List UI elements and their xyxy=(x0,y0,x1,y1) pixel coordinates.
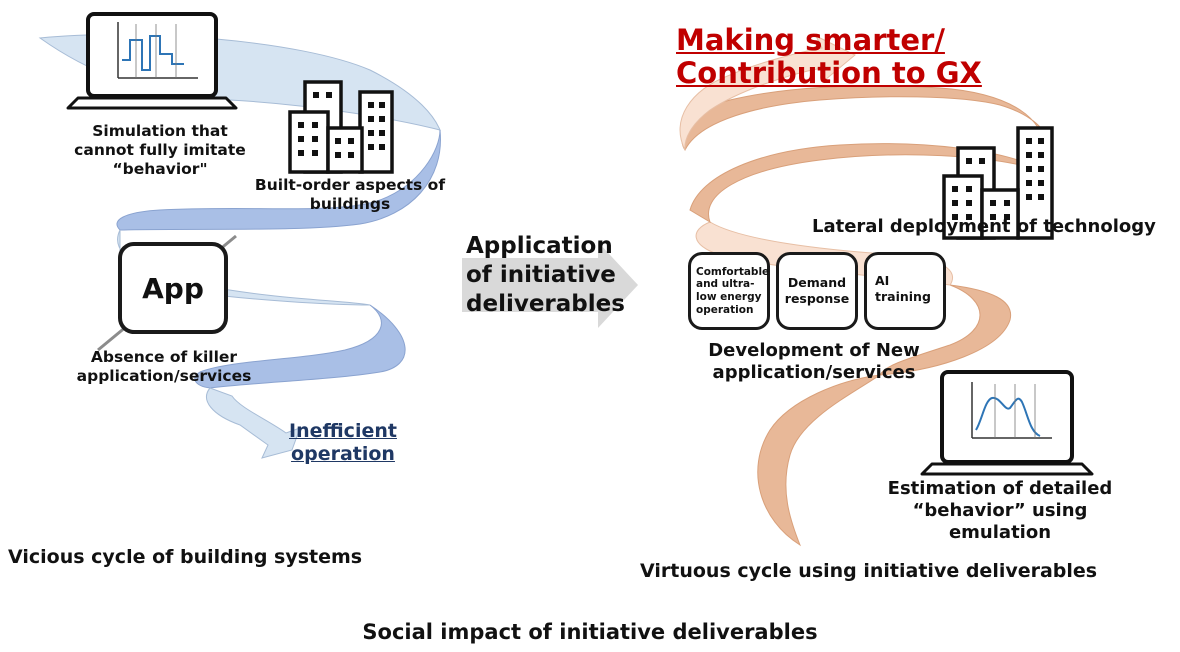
built-order-label: Built-order aspects of buildings xyxy=(254,176,446,213)
simulation-label: Simulation that cannot fully imitate “be… xyxy=(74,122,246,178)
footer-title: Social impact of initiative deliverables xyxy=(362,620,818,644)
development-label: Development of New application/services xyxy=(708,340,920,383)
vicious-cycle-caption: Vicious cycle of building systems xyxy=(8,546,363,568)
absence-label: Absence of killer application/services xyxy=(76,348,252,385)
estimation-label: Estimation of detailed “behavior” using … xyxy=(887,478,1113,543)
app-box-comfortable-label: Comfortable and ultra-low energy operati… xyxy=(696,265,770,316)
laptop-icon-simulation xyxy=(66,12,238,110)
app-label: App xyxy=(142,271,204,305)
app-box: App xyxy=(118,242,228,334)
virtuous-cycle-caption: Virtuous cycle using initiative delivera… xyxy=(640,560,1098,582)
app-box-comfortable: Comfortable and ultra-low energy operati… xyxy=(688,252,770,330)
middle-arrow xyxy=(462,242,638,328)
making-smarter-title: Making smarter/ Contribution to GX xyxy=(676,23,982,91)
lateral-deployment-label: Lateral deployment of technology xyxy=(812,216,1156,237)
buildings-icon-left xyxy=(288,80,394,174)
app-box-demand-response-label: Demand response xyxy=(784,274,850,306)
app-box-ai-training-label: AI training xyxy=(875,273,931,305)
app-box-demand-response: Demand response xyxy=(776,252,858,330)
inefficient-label: Inefficient operation xyxy=(289,420,397,466)
laptop-icon-emulation xyxy=(920,370,1094,476)
app-box-ai-training: AI training xyxy=(864,252,946,330)
buildings-icon-right xyxy=(942,126,1054,240)
application-arrow-label: Application of initiative deliverables xyxy=(466,233,625,317)
